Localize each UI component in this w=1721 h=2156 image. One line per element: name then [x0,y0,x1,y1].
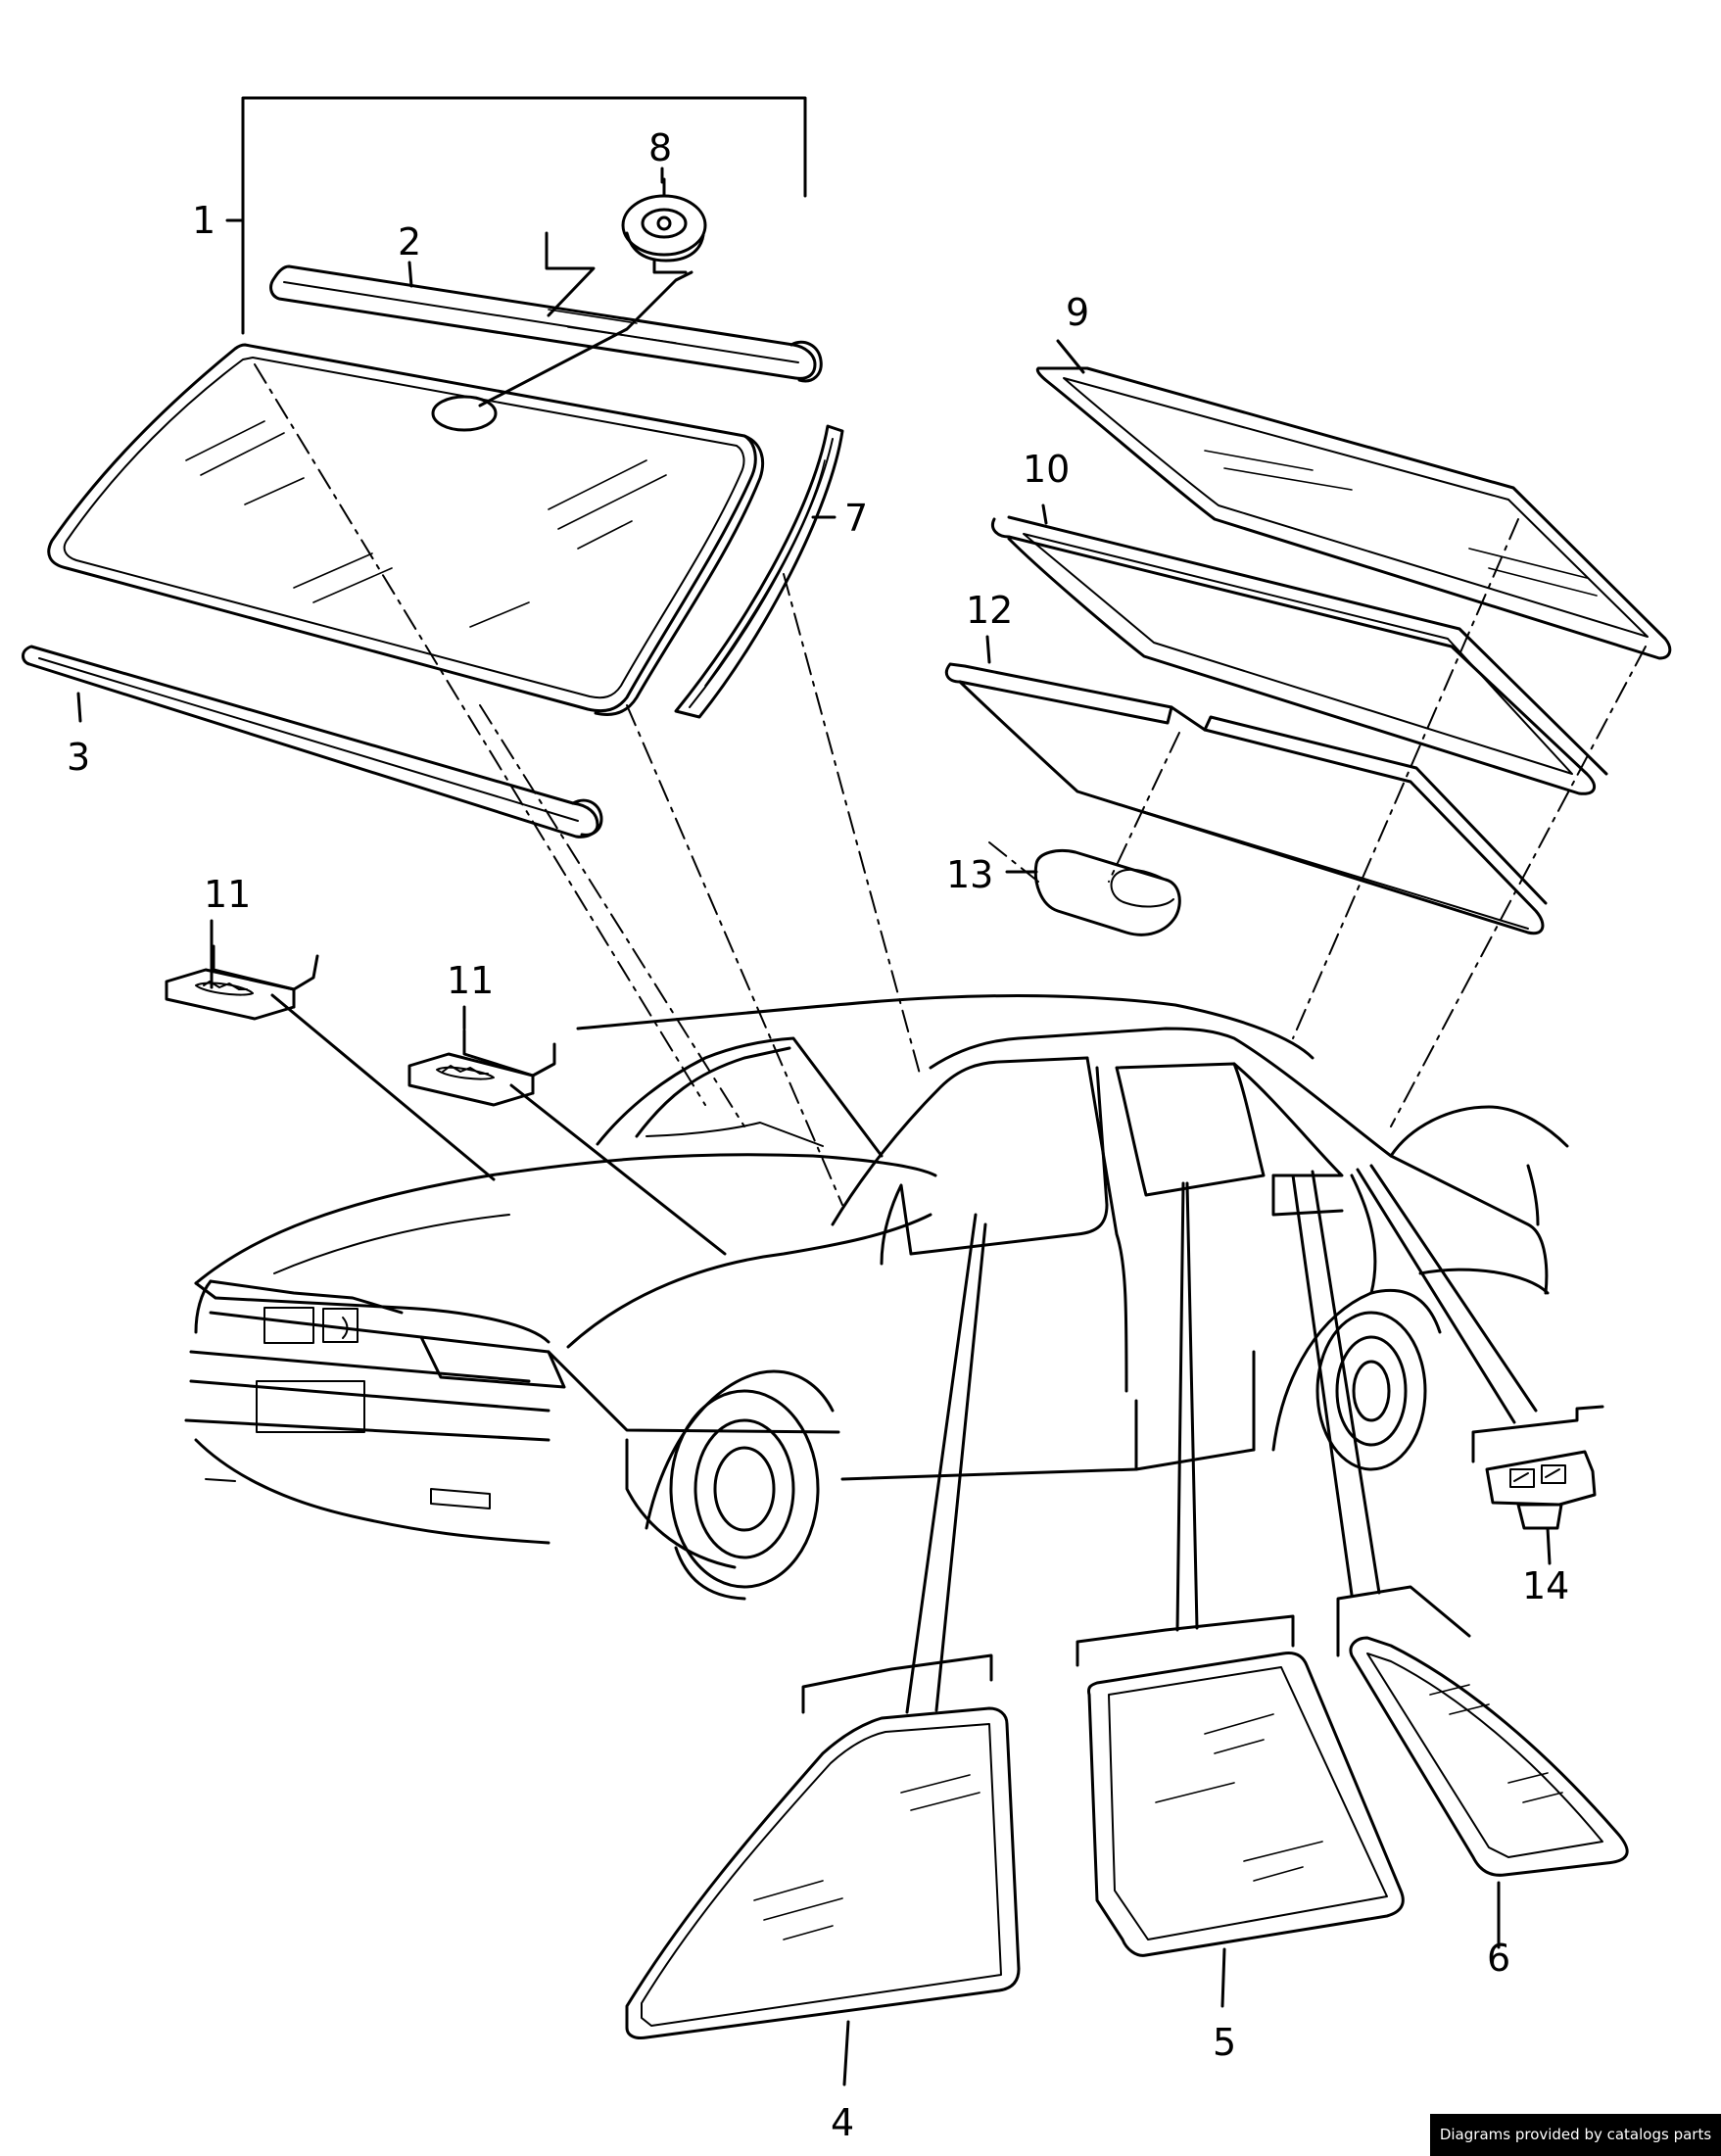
callout-2: 2 [398,220,421,264]
callout-ticks [76,167,1552,2086]
leader-lines-top [478,231,693,407]
callout-7: 7 [844,497,868,540]
windshield-support-bracket-left [165,944,296,1021]
credit-banner: Diagrams provided by catalogs parts [1430,2114,1721,2156]
callout-13: 13 [946,853,993,896]
windshield-support-bracket-right [407,1029,535,1107]
callout-5: 5 [1213,2021,1236,2064]
callout-3: 3 [67,736,90,779]
callout-9: 9 [1066,291,1089,334]
callout-12: 12 [966,589,1013,632]
callout-8: 8 [648,126,672,169]
windshield-glass [47,343,765,716]
callout-11-right: 11 [447,959,494,1002]
rear-window-seal [991,515,1608,795]
callout-14: 14 [1522,1564,1569,1607]
projection-lines [254,363,1647,1206]
rear-door-window-glass [1087,1652,1405,1957]
glass-leader-brackets [801,1585,1471,1714]
callout-11-left: 11 [204,873,251,916]
a-pillar-trim-strip [674,424,844,719]
front-door-window-glass [625,1706,1021,2039]
callout-4: 4 [831,2101,854,2144]
windshield-assembly-bracket [225,96,807,335]
trim-strip-connector-clip [1033,849,1181,936]
callout-6: 6 [1487,1937,1510,1980]
callout-10: 10 [1023,448,1070,491]
rear-window-glass [1035,366,1672,660]
part-leader-lines [270,954,1538,1714]
windshield-lower-seal [22,645,603,838]
quarter-glass-clip-part [1471,1405,1604,1530]
callout-labels: 1 2 3 4 5 6 7 8 9 10 11 11 12 13 14 [67,126,1569,2144]
rear-quarter-fixed-glass [1349,1636,1629,1877]
car-body [184,994,1569,1601]
callout-1: 1 [192,199,215,242]
mirror-mount-part [621,177,707,274]
rear-window-trim-strip [944,662,1548,935]
windshield-upper-seal [269,264,823,383]
